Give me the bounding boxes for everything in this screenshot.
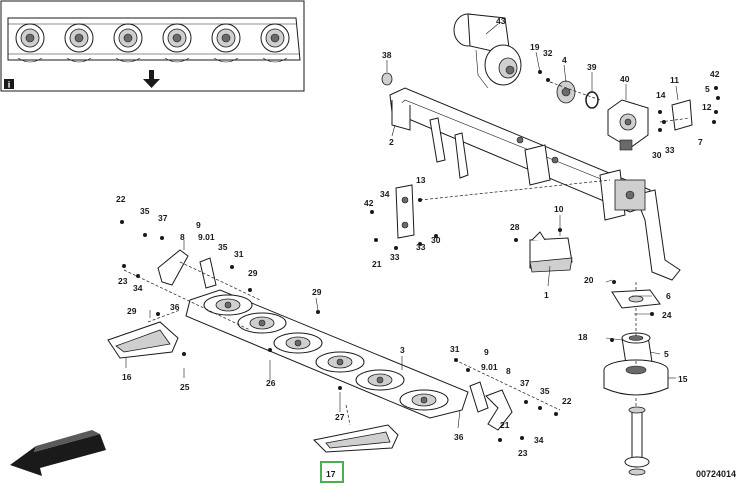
label-9-left: 9 xyxy=(196,220,201,230)
label-21-right: 21 xyxy=(500,420,510,430)
drum-15 xyxy=(603,359,669,396)
label-35-left-b: 35 xyxy=(218,242,228,252)
label-10: 10 xyxy=(554,204,564,214)
label-34-left: 34 xyxy=(133,283,143,293)
label-33-mid-b: 33 xyxy=(416,242,426,252)
label-40: 40 xyxy=(620,74,630,84)
label-31-left: 31 xyxy=(234,249,244,259)
label-30-mid: 30 xyxy=(431,235,441,245)
label-22-left: 22 xyxy=(116,194,126,204)
label-43: 43 xyxy=(496,16,506,26)
cutter-bar-3 xyxy=(185,289,469,419)
label-11: 11 xyxy=(670,75,679,85)
plate-14-11 xyxy=(671,99,693,131)
diagram-reference-number: 00724014 xyxy=(696,469,736,479)
drum-43 xyxy=(453,13,522,89)
label-7: 7 xyxy=(698,137,703,147)
label-35-left: 35 xyxy=(140,206,150,216)
label-21-mid: 21 xyxy=(372,259,382,269)
label-23-right: 23 xyxy=(518,448,528,458)
label-29-left-a: 29 xyxy=(248,268,258,278)
label-22-right: 22 xyxy=(562,396,572,406)
label-32: 32 xyxy=(543,48,553,58)
label-15: 15 xyxy=(678,374,688,384)
label-27: 27 xyxy=(335,412,345,422)
label-42-mid: 42 xyxy=(364,198,374,208)
label-28: 28 xyxy=(510,222,520,232)
label-9.01-right: 9.01 xyxy=(481,362,498,372)
label-24: 24 xyxy=(662,310,672,320)
down-arrow-icon xyxy=(143,70,160,88)
overview-inset: i xyxy=(0,0,305,92)
label-17: 17 xyxy=(326,469,336,479)
label-30: 30 xyxy=(652,150,662,160)
label-42-top: 42 xyxy=(710,69,720,79)
bracket-9-right xyxy=(469,381,489,413)
label-6: 6 xyxy=(666,291,671,301)
plate-34-13 xyxy=(395,184,415,239)
label-9.01-left: 9.01 xyxy=(198,232,215,242)
label-20: 20 xyxy=(584,275,594,285)
label-8-left: 8 xyxy=(180,232,185,242)
label-23-left: 23 xyxy=(118,276,128,286)
svg-text:i: i xyxy=(8,80,11,90)
label-39: 39 xyxy=(587,62,597,72)
label-5-top: 5 xyxy=(705,84,710,94)
label-8-right: 8 xyxy=(506,366,511,376)
label-34-mid: 34 xyxy=(380,189,390,199)
main-frame xyxy=(389,87,681,281)
label-26: 26 xyxy=(266,378,276,388)
label-29-left-b: 29 xyxy=(127,306,137,316)
label-12: 12 xyxy=(702,102,712,112)
label-33-top: 33 xyxy=(665,145,675,155)
shaft-assembly xyxy=(624,406,650,476)
highlight-box-17 xyxy=(320,461,344,483)
part-labels: 43 38 19 32 4 39 40 11 42 14 5 12 2 30 3… xyxy=(116,16,720,479)
flange-4 xyxy=(556,80,576,104)
label-33-mid-a: 33 xyxy=(390,252,400,262)
label-29-mid: 29 xyxy=(312,287,322,297)
label-36-right: 36 xyxy=(454,432,464,442)
label-4: 4 xyxy=(562,55,567,65)
label-19: 19 xyxy=(530,42,540,52)
label-37-left: 37 xyxy=(158,213,168,223)
bushing-38 xyxy=(381,72,393,86)
label-9-right: 9 xyxy=(484,347,489,357)
hub-6 xyxy=(611,289,661,309)
bracket-9-left xyxy=(199,257,217,289)
label-3: 3 xyxy=(400,345,405,355)
travel-direction-arrow-icon xyxy=(10,430,106,476)
label-25: 25 xyxy=(180,382,190,392)
label-16: 16 xyxy=(122,372,132,382)
label-35-right: 35 xyxy=(540,386,550,396)
label-5-right: 5 xyxy=(664,349,669,359)
label-14: 14 xyxy=(656,90,666,100)
leader-lines xyxy=(125,23,679,429)
label-34-right: 34 xyxy=(534,435,544,445)
housing-5 xyxy=(621,332,653,365)
bracket-1 xyxy=(529,231,573,273)
label-13: 13 xyxy=(416,175,426,185)
label-38: 38 xyxy=(382,50,392,60)
gearbox-40 xyxy=(607,99,649,151)
label-2: 2 xyxy=(389,137,394,147)
inset-discs xyxy=(15,23,290,63)
label-31-right: 31 xyxy=(450,344,460,354)
label-37-right: 37 xyxy=(520,378,530,388)
label-1: 1 xyxy=(544,290,549,300)
bracket-8-left xyxy=(157,249,189,286)
fasteners xyxy=(120,70,720,442)
info-icon: i xyxy=(4,79,14,90)
label-36-left: 36 xyxy=(170,302,180,312)
label-18: 18 xyxy=(578,332,588,342)
bracket-8-right xyxy=(485,389,513,431)
ring-39 xyxy=(585,91,599,109)
